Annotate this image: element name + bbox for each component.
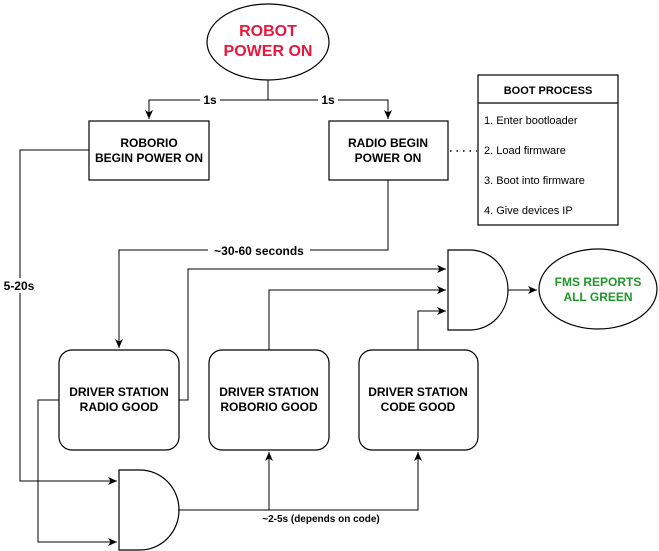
connectors	[19, 80, 537, 546]
driver-station-code-good-node: DRIVER STATION CODE GOOD	[358, 349, 479, 451]
boot-step-2: 2. Load firmware	[484, 145, 566, 157]
and-gate-roborio	[118, 469, 180, 551]
ds-radio-good-line2: RADIO GOOD	[80, 400, 159, 414]
edge-radio-to-ds-radio	[115, 180, 389, 348]
boot-step-1: 1. Enter bootloader	[484, 115, 578, 127]
label-radio-to-ds: ~30-60 seconds	[214, 244, 304, 258]
boot-step-3: 3. Boot into firmware	[484, 175, 585, 187]
radio-begin-line2: POWER ON	[355, 151, 422, 165]
boot-process-panel: BOOT PROCESS 1. Enter bootloader 2. Load…	[477, 74, 619, 226]
edge-ds-radio-to-gate	[37, 399, 117, 546]
ds-code-good-line2: CODE GOOD	[381, 400, 456, 414]
ds-code-good-line1: DRIVER STATION	[368, 385, 468, 399]
edge-power-to-radio	[268, 99, 392, 119]
boot-step-4: 4. Give devices IP	[484, 205, 573, 217]
label-roborio-to-gate: 5-20s	[4, 279, 35, 293]
driver-station-radio-good-node: DRIVER STATION RADIO GOOD	[58, 349, 180, 451]
edge-roborio-to-gate	[19, 149, 117, 485]
label-to-radio: 1s	[321, 93, 335, 107]
robot-power-on-line1: ROBOT	[239, 23, 297, 40]
fms-reports-line1: FMS REPORTS	[555, 275, 642, 289]
roborio-begin-line1: ROBORIO	[120, 136, 177, 150]
edge-ds-code-to-fms-gate	[417, 307, 446, 350]
robot-power-on-line2: POWER ON	[224, 43, 313, 60]
edge-gate-to-ds-roborio	[178, 452, 273, 511]
roborio-begin-power-on-node: ROBORIO BEGIN POWER ON	[88, 120, 210, 181]
robot-power-on-node: ROBOT POWER ON	[206, 3, 330, 81]
label-gate-to-ds: ~2-5s (depends on code)	[262, 514, 380, 525]
radio-begin-line1: RADIO BEGIN	[348, 136, 428, 150]
fms-reports-all-green-node: FMS REPORTS ALL GREEN	[538, 248, 658, 330]
edge-ds-radio-to-fms-gate	[179, 265, 446, 401]
ds-roborio-good-line2: ROBORIO GOOD	[220, 400, 318, 414]
boot-process-title: BOOT PROCESS	[504, 85, 593, 97]
radio-begin-power-on-node: RADIO BEGIN POWER ON	[328, 120, 449, 181]
edge-ds-roborio-to-fms-gate	[268, 286, 446, 350]
label-to-roborio: 1s	[203, 93, 217, 107]
driver-station-roborio-good-node: DRIVER STATION ROBORIO GOOD	[208, 349, 330, 451]
ds-radio-good-line1: DRIVER STATION	[69, 385, 169, 399]
fms-reports-line2: ALL GREEN	[563, 290, 632, 304]
edge-gate-to-ds-code	[269, 452, 422, 511]
and-gate-fms	[447, 249, 509, 331]
ds-roborio-good-line1: DRIVER STATION	[219, 385, 319, 399]
roborio-begin-line2: BEGIN POWER ON	[95, 151, 203, 165]
